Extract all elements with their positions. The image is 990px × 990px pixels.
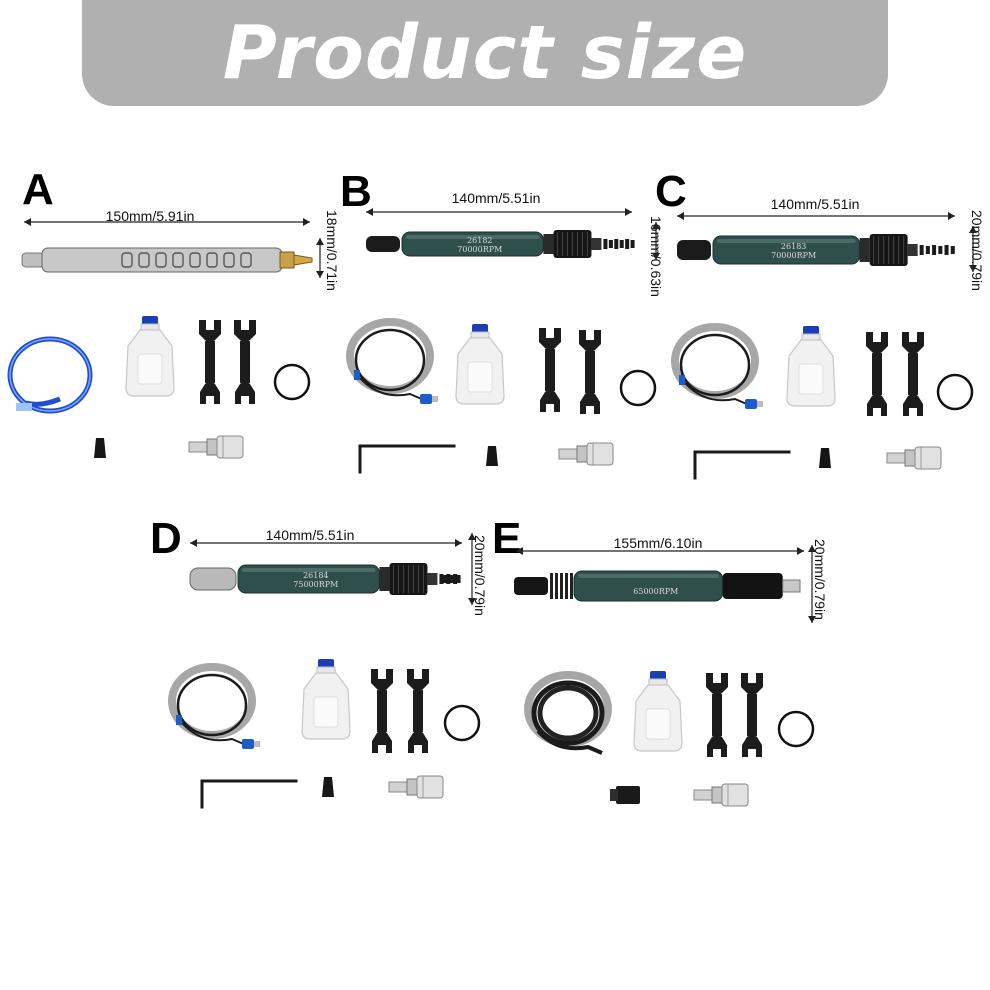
wrench	[539, 328, 561, 412]
air-hose	[671, 323, 763, 409]
collet	[322, 777, 334, 797]
wrench	[866, 332, 888, 416]
length-label: 140mm/5.51in	[265, 527, 355, 543]
air-hose	[7, 336, 93, 414]
die-grinder-tool: 65000RPM	[514, 570, 801, 602]
die-grinder-tool	[21, 247, 313, 273]
product-letter: D	[150, 514, 182, 563]
page-title: Product size	[222, 10, 748, 96]
hex-key	[693, 450, 791, 480]
rpm-label: 70000RPM	[771, 251, 816, 260]
quick-coupler	[388, 775, 444, 799]
wrench	[371, 669, 393, 753]
product-illustration	[7, 218, 324, 459]
diameter-arrow	[316, 238, 324, 278]
rpm-label: 65000RPM	[633, 587, 678, 596]
hex-key	[358, 444, 456, 474]
length-label: 140mm/5.51in	[770, 196, 860, 212]
wrench	[706, 673, 728, 757]
product-letter: B	[340, 167, 372, 216]
o-ring	[619, 369, 657, 407]
oil-bottle	[786, 326, 836, 407]
wrench	[579, 330, 601, 414]
collet	[486, 446, 498, 466]
collet	[94, 438, 106, 458]
air-hose	[168, 663, 260, 749]
diameter-arrow	[468, 533, 476, 605]
product-panel-a: A 150mm/5.91in 18mm/0.71in	[0, 160, 340, 490]
length-arrow	[24, 218, 310, 226]
length-arrow	[516, 547, 804, 555]
product-illustration: 65000RPM	[514, 545, 816, 807]
collet	[819, 448, 831, 468]
length-label: 150mm/5.91in	[105, 208, 195, 224]
quick-coupler	[886, 446, 942, 470]
product-letter: C	[655, 167, 687, 216]
o-ring	[777, 710, 815, 748]
hex-key	[200, 779, 298, 809]
length-arrow	[190, 539, 462, 547]
air-hose	[346, 318, 438, 404]
rpm-label: 75000RPM	[293, 580, 338, 589]
quick-coupler	[558, 442, 614, 466]
product-letter: E	[492, 514, 522, 563]
oil-bottle	[633, 671, 683, 752]
model-number: 26182	[467, 236, 492, 245]
o-ring	[443, 704, 481, 742]
length-arrow	[366, 208, 632, 216]
model-number: 26183	[781, 242, 806, 251]
product-letter: A	[22, 165, 54, 214]
wrench	[199, 320, 221, 404]
model-number: 26184	[303, 571, 328, 580]
oil-bottle	[125, 316, 175, 397]
quick-coupler	[693, 783, 749, 807]
length-label: 155mm/6.10in	[613, 535, 703, 551]
o-ring	[936, 373, 974, 411]
title-banner: Product size	[82, 0, 888, 106]
quick-coupler	[188, 435, 244, 459]
wrench	[234, 320, 256, 404]
rpm-label: 70000RPM	[457, 245, 502, 254]
diameter-arrow	[969, 226, 977, 272]
length-label: 140mm/5.51in	[451, 190, 541, 206]
collet	[610, 786, 640, 804]
air-hose	[524, 671, 612, 755]
diameter-arrow	[808, 545, 816, 623]
wrench	[407, 669, 429, 753]
diameter-arrow	[652, 222, 660, 260]
length-arrow	[677, 212, 955, 220]
product-panel-e: E 155mm/6.10in 20mm/0.79in 65000RPM	[492, 505, 828, 835]
wrench	[902, 332, 924, 416]
oil-bottle	[301, 659, 351, 740]
oil-bottle	[455, 324, 505, 405]
o-ring	[273, 363, 311, 401]
wrench	[741, 673, 763, 757]
